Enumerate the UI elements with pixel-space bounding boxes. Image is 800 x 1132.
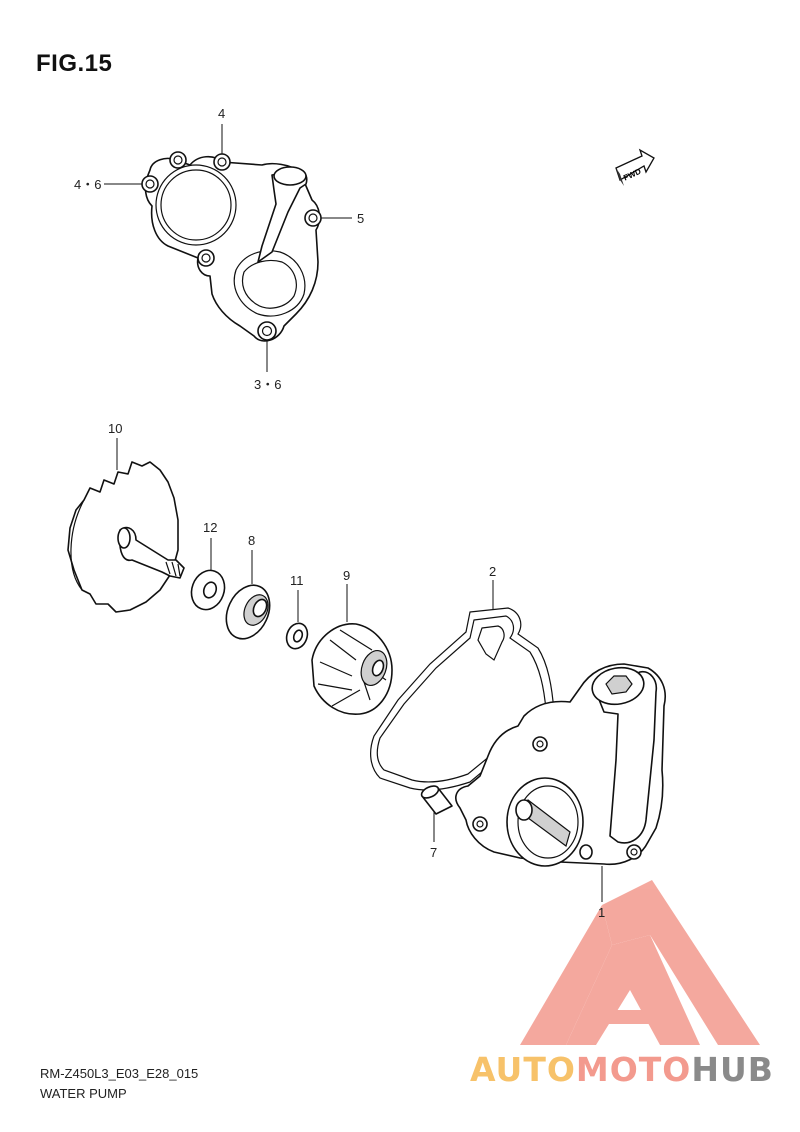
pump-cover (141, 151, 322, 342)
leader-lines (104, 124, 603, 902)
model-code: RM-Z450L3_E03_E28_015 (40, 1066, 199, 1081)
callout-7: 7 (430, 845, 437, 860)
watermark-brand: AUTOMOTOHUB (470, 1050, 774, 1089)
mechanical-seal (225, 584, 271, 640)
callout-4: 4 (218, 106, 225, 121)
brand-part-moto: MOTO (575, 1050, 692, 1089)
callout-1: 1 (598, 905, 605, 920)
watermark-logo (520, 880, 760, 1045)
callout-5: 5 (357, 211, 364, 226)
small-washer (285, 622, 309, 650)
brand-part-hub: HUB (691, 1050, 774, 1089)
callout-9: 9 (343, 568, 350, 583)
section-name: WATER PUMP (40, 1086, 127, 1101)
callout-8: 8 (248, 533, 255, 548)
gear-shaft (67, 461, 185, 613)
brand-part-auto: AUTO (470, 1050, 576, 1089)
washer (190, 569, 226, 611)
figure-title: FIG.15 (36, 50, 113, 77)
gasket (370, 607, 555, 791)
pump-body (455, 663, 666, 867)
callout-2: 2 (489, 564, 496, 579)
callout-10: 10 (108, 421, 122, 436)
impeller (311, 623, 393, 715)
callout-12: 12 (203, 520, 217, 535)
callout-3-6: 3・6 (254, 377, 281, 392)
callout-11: 11 (290, 573, 304, 588)
fwd-arrow-icon: FWD (615, 148, 655, 186)
dowel-pin (420, 785, 453, 815)
callout-4-6: 4・6 (74, 177, 101, 192)
